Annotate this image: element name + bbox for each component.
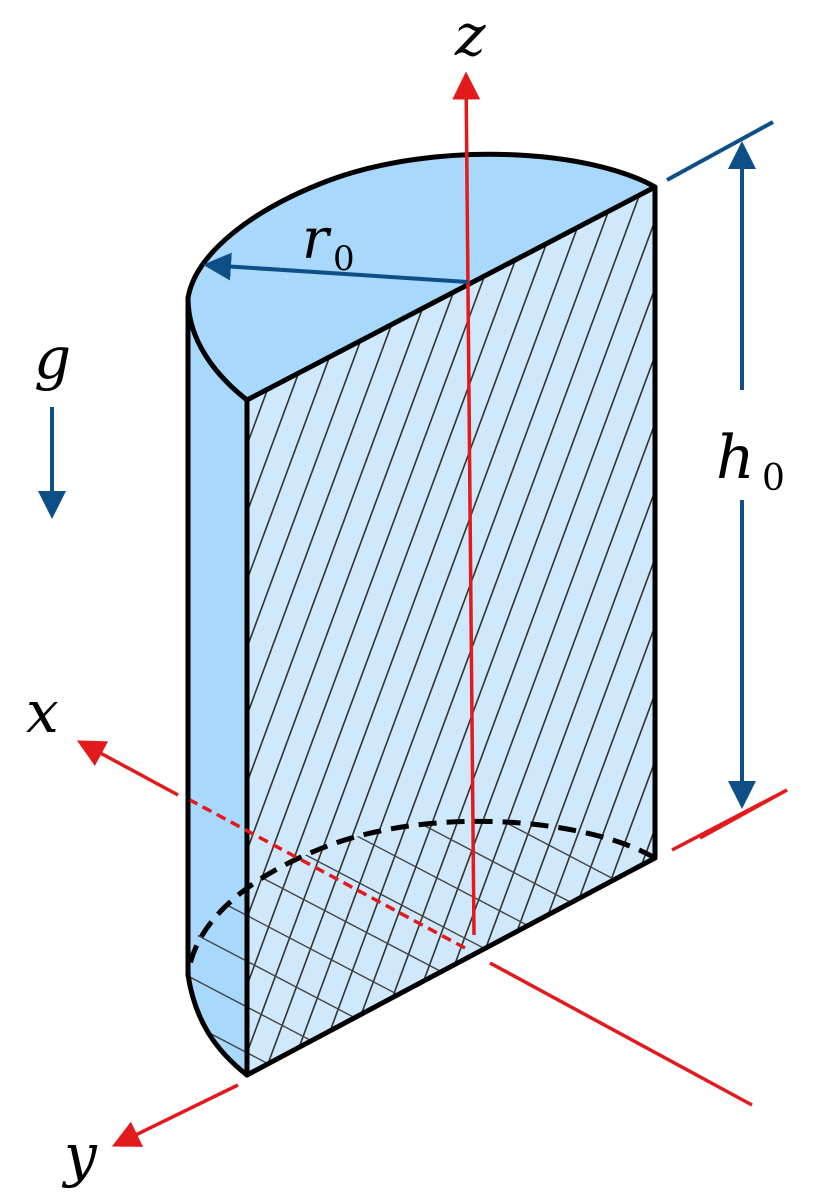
- flat-cut-face: [247, 187, 655, 1075]
- x-axis-label: x: [26, 678, 59, 746]
- height-label: h: [716, 423, 755, 493]
- curved-side-surface: [188, 298, 247, 1075]
- y-axis-label: y: [61, 1121, 98, 1189]
- hidden-base-edge: [185, 818, 657, 976]
- x-axis-outside: [76, 740, 179, 797]
- gravity-label: g: [34, 324, 71, 392]
- z-axis-label: z: [454, 1, 486, 69]
- height-label-subscript: 0: [762, 458, 785, 499]
- y-axis-back: [489, 961, 753, 1107]
- radius-label-subscript: 0: [333, 239, 355, 279]
- radius-arrow: [203, 252, 469, 284]
- z-axis: [452, 71, 481, 936]
- y-axis: [111, 1083, 239, 1147]
- cylinder-outline: [185, 184, 658, 1078]
- height-baseline: [699, 788, 788, 840]
- height-dimension: [666, 120, 774, 809]
- radius-label: r: [302, 207, 332, 272]
- x-axis-inside: [189, 798, 466, 950]
